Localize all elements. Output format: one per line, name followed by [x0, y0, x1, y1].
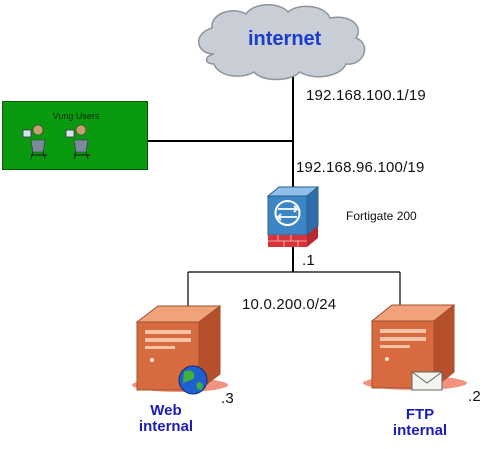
users-group-box: Vung Users	[2, 101, 148, 170]
lan-subnet-label: 192.168.96.100/19	[296, 159, 425, 176]
web-server-role: internal	[138, 418, 194, 435]
firewall-interface-label: .1	[302, 252, 315, 269]
web-server-host: .3	[221, 390, 234, 407]
internal-subnet-label: 10.0.200.0/24	[242, 296, 337, 313]
globe-icon	[178, 365, 208, 395]
web-server-label: Web internal	[126, 403, 206, 435]
web-server-name: Web	[150, 402, 182, 419]
internet-label: internet	[248, 28, 322, 50]
users-group-label: Vung Users	[52, 111, 100, 121]
wan-subnet-label: 192.168.100.1/19	[306, 87, 426, 104]
envelope-icon	[411, 371, 443, 391]
internet-cloud	[198, 4, 366, 81]
user-workstation-icon	[22, 124, 47, 160]
ftp-server-label: FTP internal	[380, 407, 460, 439]
ftp-server-name: FTP	[405, 406, 435, 423]
ftp-server-host: .2	[468, 388, 481, 405]
firewall-label: Fortigate 200	[346, 209, 417, 223]
firewall-icon	[266, 185, 320, 247]
ftp-server-role: internal	[392, 422, 448, 439]
user-workstation-icon	[65, 124, 90, 160]
